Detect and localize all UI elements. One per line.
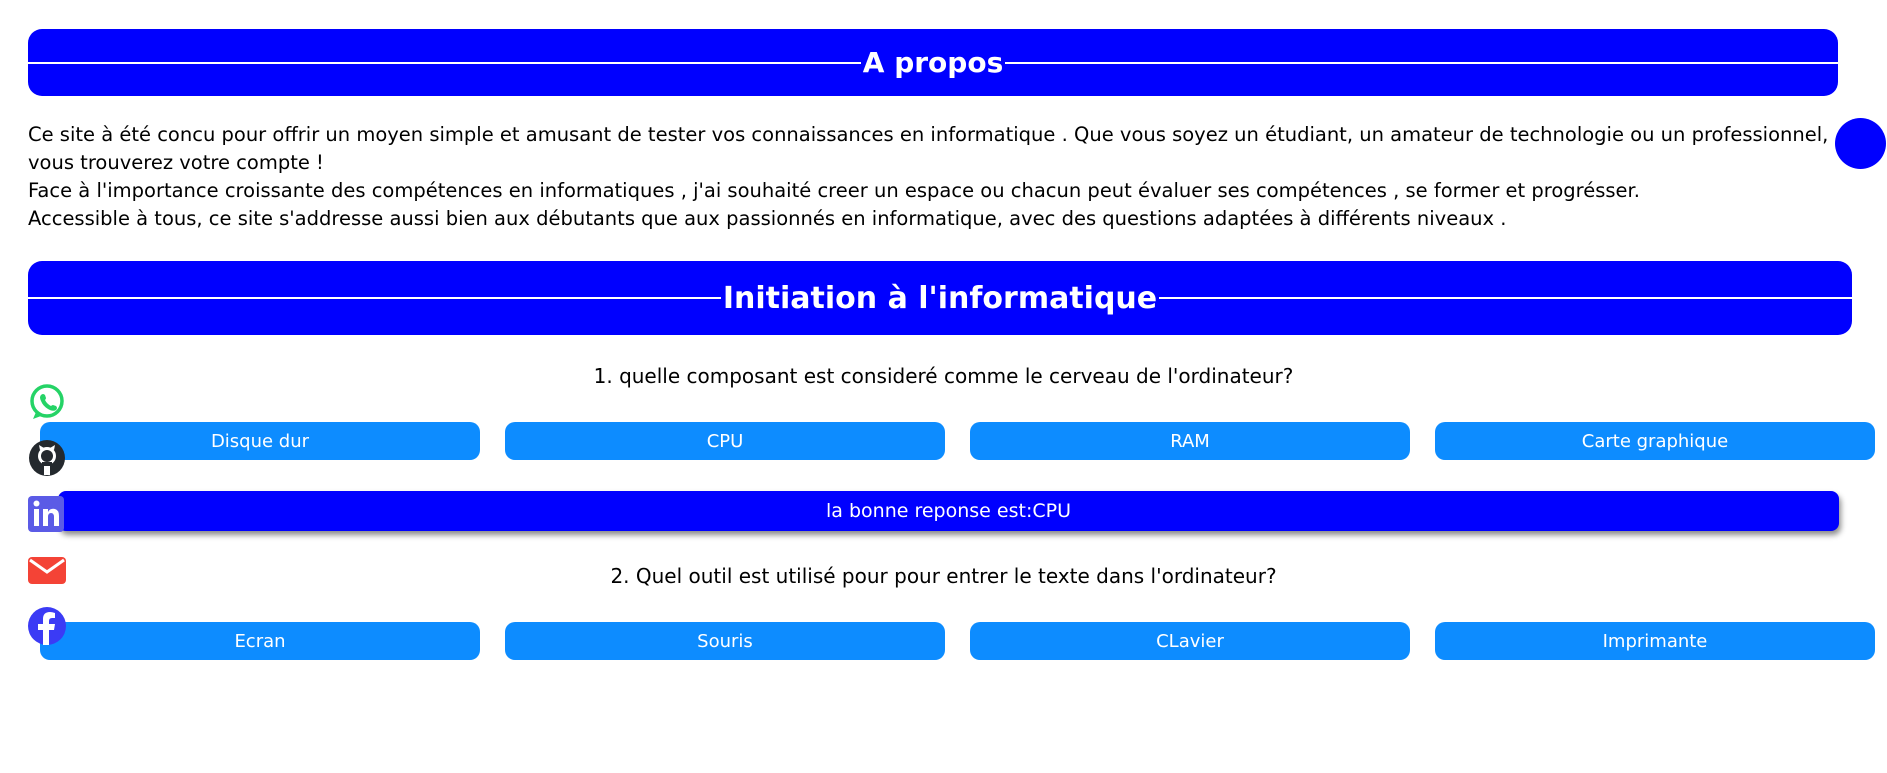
scroll-top-button[interactable] xyxy=(1835,118,1886,169)
answer-result-banner: la bonne reponse est:CPU xyxy=(58,491,1839,531)
answer-button-souris[interactable]: Souris xyxy=(505,622,945,660)
facebook-link[interactable] xyxy=(26,606,68,646)
whatsapp-link[interactable] xyxy=(26,382,68,422)
answer-button-disque-dur[interactable]: Disque dur xyxy=(40,422,480,460)
github-icon xyxy=(29,440,65,476)
header-rule-right xyxy=(1005,61,1839,64)
quiz-section-header: Initiation à l'informatique xyxy=(28,261,1852,335)
about-paragraph: Ce site à été concu pour offrir un moyen… xyxy=(28,123,1829,174)
github-link[interactable] xyxy=(26,438,68,478)
header-rule-left xyxy=(28,297,721,299)
about-heading: A propos xyxy=(862,46,1004,79)
answer-button-cpu[interactable]: CPU xyxy=(505,422,945,460)
whatsapp-icon xyxy=(30,384,64,419)
question-2-answers: Ecran Souris CLavier Imprimante xyxy=(40,622,1875,660)
quiz-heading: Initiation à l'informatique xyxy=(722,280,1158,316)
about-text: Ce site à été concu pour offrir un moyen… xyxy=(28,121,1858,233)
header-rule-left xyxy=(28,61,861,64)
answer-button-imprimante[interactable]: Imprimante xyxy=(1435,622,1875,660)
answer-button-carte-graphique[interactable]: Carte graphique xyxy=(1435,422,1875,460)
answer-button-ecran[interactable]: Ecran xyxy=(40,622,480,660)
social-links-bar xyxy=(26,382,68,646)
about-paragraph: Accessible à tous, ce site s'addresse au… xyxy=(28,207,1507,230)
about-paragraph: Face à l'importance croissante des compé… xyxy=(28,179,1640,202)
email-link[interactable] xyxy=(26,550,68,590)
answer-button-clavier[interactable]: CLavier xyxy=(970,622,1410,660)
header-rule-right xyxy=(1159,297,1852,299)
linkedin-link[interactable] xyxy=(26,494,68,534)
question-1-answers: Disque dur CPU RAM Carte graphique xyxy=(40,422,1875,460)
about-section-header: A propos xyxy=(28,29,1839,96)
answer-button-ram[interactable]: RAM xyxy=(970,422,1410,460)
linkedin-icon xyxy=(28,496,64,532)
question-2-text: 2. Quel outil est utilisé pour pour entr… xyxy=(610,564,1277,588)
facebook-icon xyxy=(28,607,66,645)
question-1-text: 1. quelle composant est consideré comme … xyxy=(593,364,1294,388)
email-icon xyxy=(28,557,66,584)
